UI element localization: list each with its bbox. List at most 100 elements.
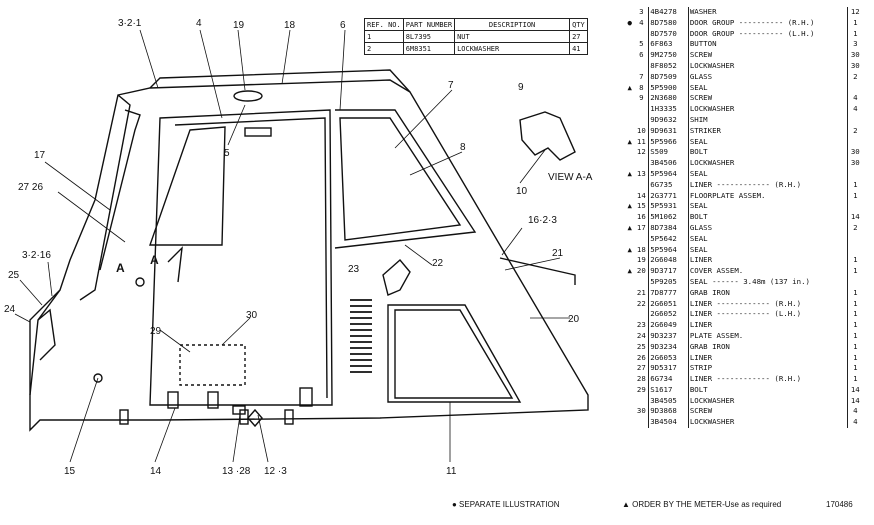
mark-cell [625, 406, 635, 417]
part-number-cell: 9D3237 [648, 330, 689, 342]
part-number-cell: 8D7384 [648, 222, 689, 234]
view-label: VIEW A-A [548, 172, 593, 183]
grab-iron-front [37, 308, 56, 361]
part-number-cell: 9D3234 [648, 341, 689, 353]
mark-cell [625, 50, 635, 61]
part-number-cell: 9D3868 [648, 406, 689, 418]
description-cell: DOOR GROUP ---------- (R.H.) [688, 17, 848, 29]
qty-cell: 1 [853, 28, 858, 38]
separate-illustration-note: ● SEPARATE ILLUSTRATION [452, 500, 560, 509]
qty-cell: 1 [853, 363, 858, 373]
part-number-cell: 7D8777 [648, 287, 689, 299]
mark-cell [625, 396, 635, 407]
description-cell: BOLT [688, 384, 848, 396]
callout-17: 17 [34, 150, 46, 161]
qty-cell: 30 [850, 147, 860, 157]
description-cell: LOCKWASHER [688, 104, 848, 115]
part-number-cell: 2G6053 [648, 352, 689, 364]
part-number-cell: 9D3717 [648, 266, 689, 277]
ref-cell: 22 [634, 298, 650, 310]
callout-10: 10 [516, 186, 528, 197]
callout-7: 7 [448, 80, 454, 91]
part-number-cell: 5M1062 [648, 212, 689, 223]
mark-cell [625, 255, 635, 266]
mark-cell: ▲ [627, 82, 632, 92]
liner-23 [382, 258, 411, 296]
callout-15: 15 [64, 466, 76, 477]
ref-cell: 4 [634, 17, 650, 29]
mark-cell [625, 147, 635, 158]
qty-cell: 30 [850, 60, 860, 70]
qty-cell: 1 [853, 341, 858, 351]
qty-cell: 2 [853, 222, 858, 232]
callout-14: 14 [150, 466, 162, 477]
qty-cell [847, 137, 863, 148]
callout-4: 4 [196, 18, 202, 29]
ref-cell: 11 [634, 136, 650, 148]
bolt-12 [247, 408, 263, 428]
description-cell: FLOORPLATE ASSEM. [688, 190, 848, 202]
cab-outline [29, 79, 589, 432]
qty-cell: 12 [850, 7, 860, 16]
row-desc: NUT [454, 30, 571, 43]
mark-cell [625, 385, 635, 396]
col-ref-header: REF. NO. [364, 18, 404, 31]
front-pillar [79, 94, 131, 301]
grab-iron-21 [499, 257, 576, 285]
callout-8: 8 [460, 142, 466, 153]
col-part-header: PART NUMBER [402, 18, 456, 31]
description-cell: SEAL [688, 168, 848, 180]
part-number-cell: 8D7580 [648, 17, 689, 29]
mark-cell [625, 180, 635, 191]
mark-cell [625, 353, 635, 364]
description-cell: STRIKER [688, 125, 848, 137]
qty-cell: 1 [853, 374, 858, 384]
ref-cell: 20 [634, 266, 650, 277]
part-number-cell: 6G735 [648, 179, 689, 191]
illustration-code: 170486 [826, 500, 853, 509]
ref-cell: 12 [634, 147, 650, 159]
callout-12-3: 12 ·3 [264, 466, 287, 477]
description-cell: SEAL [688, 136, 848, 148]
mark-cell [625, 320, 635, 331]
part-number-cell: 5P5642 [648, 233, 689, 245]
part-number-cell: S1617 [648, 384, 689, 396]
description-cell: SCREW [688, 406, 848, 418]
qty-cell: 1 [853, 298, 858, 308]
part-number-cell: 2G6049 [648, 320, 689, 331]
mark-cell: ▲ [627, 136, 632, 146]
description-cell: SEAL ------ 3.48m (137 in.) [688, 276, 848, 288]
part-number-cell: 6G734 [648, 374, 689, 385]
mark-cell [625, 39, 635, 50]
callout-24: 24 [4, 304, 16, 315]
ref-cell: 8 [634, 82, 650, 94]
part-number-cell: 9D5317 [648, 363, 689, 375]
row-ref: 2 [364, 42, 404, 55]
row-ref: 1 [364, 30, 404, 43]
callout-13-28: 13 ·28 [222, 466, 251, 477]
ref-cell: 30 [634, 406, 650, 418]
row-qty: 41 [569, 42, 588, 55]
mark-cell: ▲ [627, 266, 632, 276]
callout-6: 6 [340, 20, 346, 31]
bolt-13 [232, 405, 246, 415]
row-desc: LOCKWASHER [454, 42, 571, 55]
description-cell: BOLT [688, 147, 848, 159]
seal-15-marker [93, 373, 103, 383]
ref-cell: 7 [634, 71, 650, 83]
description-cell: LOCKWASHER [688, 158, 848, 169]
description-cell: BUTTON [688, 39, 848, 51]
detail-box [179, 344, 246, 386]
description-cell: BOLT [688, 212, 848, 223]
